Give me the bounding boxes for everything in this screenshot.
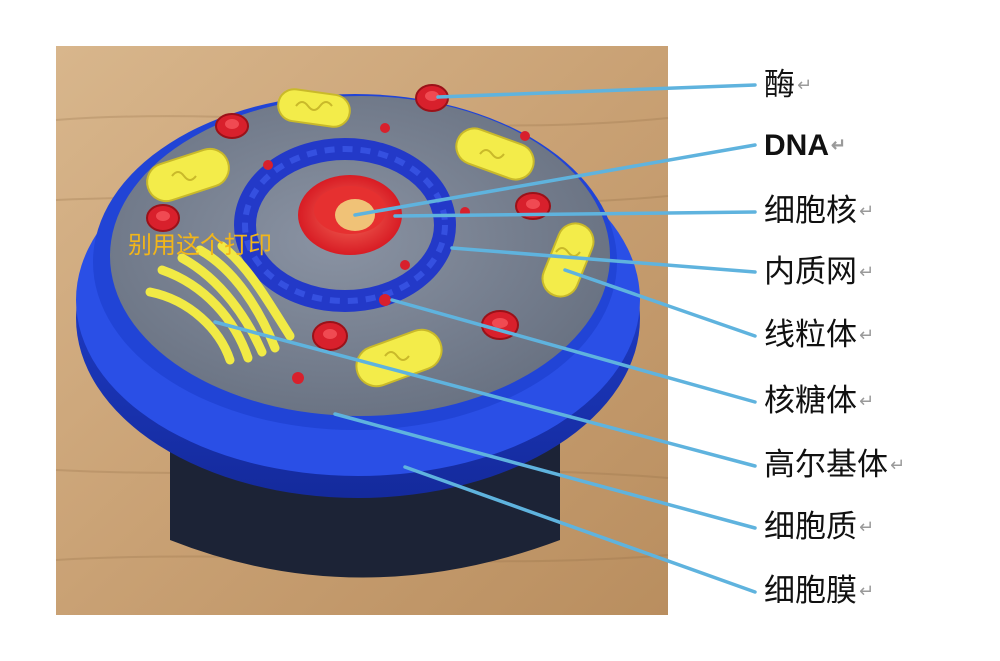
label-ribosome: 核糖体↵ [764, 383, 875, 419]
label-enzyme: 酶↵ [764, 67, 813, 103]
leader-line-mitochondria [563, 268, 757, 338]
label-golgi: 高尔基体↵ [764, 447, 906, 483]
label-nucleus: 细胞核↵ [764, 193, 875, 229]
label-mitochondria: 线粒体↵ [764, 317, 875, 353]
leader-line-enzyme [436, 83, 757, 99]
leader-line-nucleus [393, 210, 757, 218]
leader-line-dna [353, 143, 757, 217]
leader-line-cytoplasm [333, 412, 757, 530]
label-cytoplasm: 细胞质↵ [764, 509, 875, 545]
leader-lines [213, 83, 757, 594]
leader-line-ribosome [390, 298, 757, 404]
label-er: 内质网↵ [764, 254, 875, 290]
leader-line-golgi [213, 320, 757, 468]
label-dna: DNA↵ [764, 129, 847, 162]
leader-line-er [450, 246, 757, 274]
label-membrane: 细胞膜↵ [764, 573, 875, 609]
do-not-print-caption: 别用这个打印 [128, 231, 272, 259]
leader-line-membrane [403, 465, 757, 594]
ribosomes [263, 123, 530, 384]
